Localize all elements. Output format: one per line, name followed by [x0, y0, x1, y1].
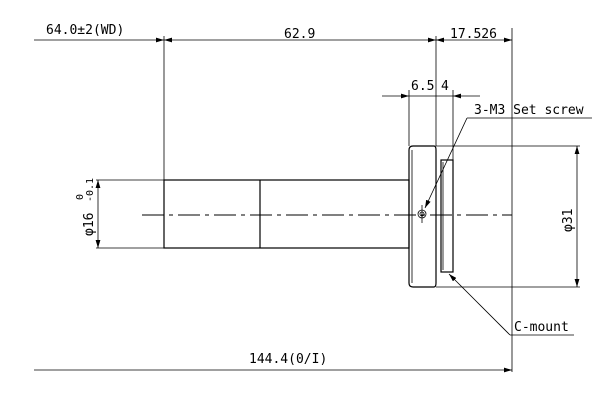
c-mount-callout: C-mount [514, 320, 569, 335]
top-dimension-line [34, 28, 513, 372]
mount-width-label: 4 [441, 79, 449, 94]
lens-body [96, 145, 580, 288]
body-diameter-label: φ31 [561, 209, 576, 232]
working-distance-label: 64.0±2(WD) [46, 23, 124, 38]
flange-back-label: 17.526 [450, 27, 497, 42]
flange-width-label: 6.5 [411, 79, 434, 94]
set-screw-leader [424, 117, 468, 209]
flange-dimension-line [382, 90, 480, 160]
tube-tolerance-lower: -0.1 [85, 178, 96, 202]
c-mount-leader [448, 273, 511, 336]
set-screw-callout: 3-M3 Set screw [474, 103, 584, 118]
lens-length-label: 62.9 [284, 27, 315, 42]
set-screw-icon [417, 205, 427, 223]
total-length-label: 144.4(0/I) [249, 352, 327, 367]
tube-tolerance-upper: 0 [75, 194, 86, 200]
tube-diameter-label: φ16 [82, 213, 97, 236]
